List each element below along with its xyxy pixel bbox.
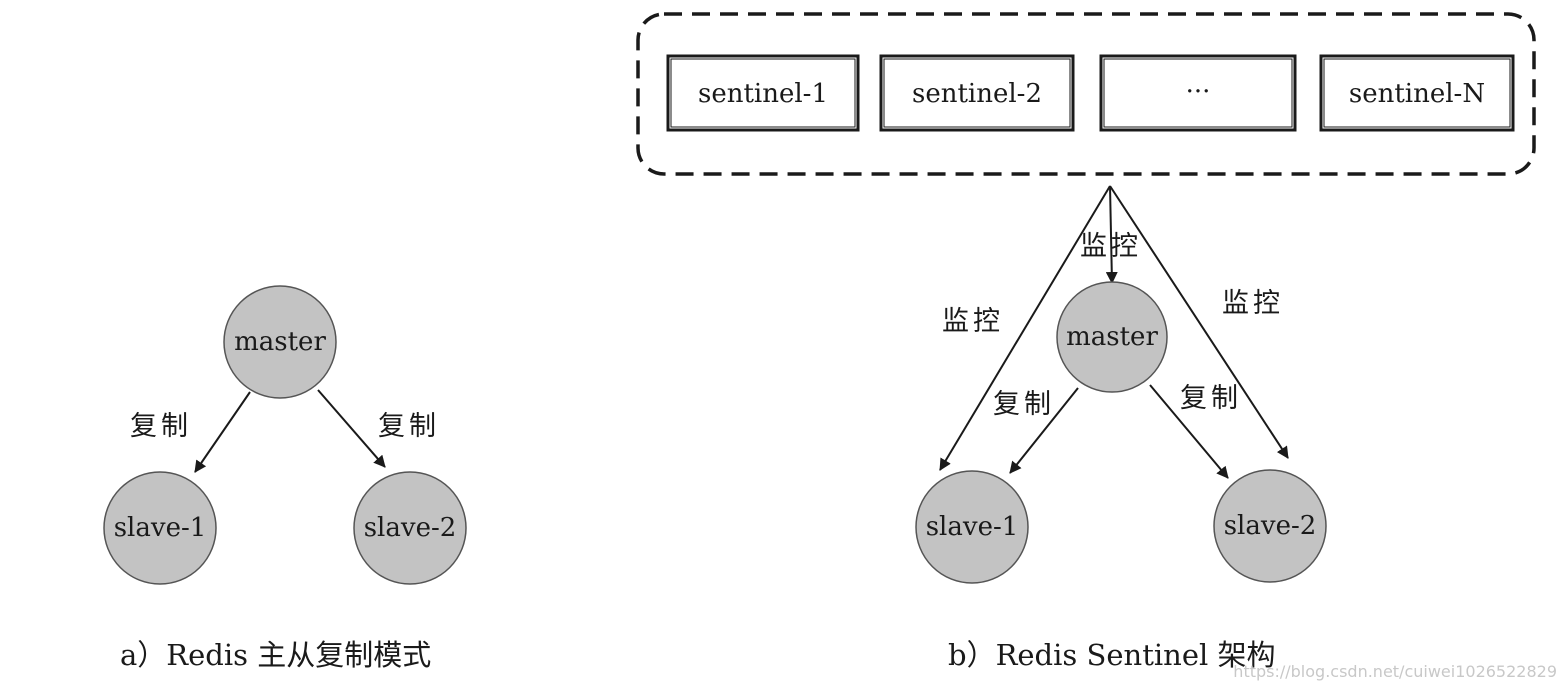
monitor-left-label: 监控 xyxy=(942,306,1004,337)
monitor-edge-slave1 xyxy=(939,185,1111,471)
right-slave2-label: slave-2 xyxy=(1224,511,1317,541)
sentinel-box-1: sentinel-1 xyxy=(666,54,860,132)
left-panel: master slave-1 slave-2 复制 复制 a）Redis 主从复… xyxy=(103,285,467,672)
right-master-label: master xyxy=(1066,322,1158,352)
sentinel-box-ellipsis-label: ··· xyxy=(1186,77,1211,107)
left-slave2-node xyxy=(353,471,467,585)
right-panel: sentinel-1 sentinel-2 ··· sentinel-N mas… xyxy=(636,12,1536,672)
left-edge-master-slave2 xyxy=(317,389,386,468)
monitor-center-label: 监控 xyxy=(1080,231,1142,262)
right-slave2-node xyxy=(1213,469,1327,583)
left-slave1-label: slave-1 xyxy=(114,513,207,543)
right-caption: b）Redis Sentinel 架构 xyxy=(948,638,1275,672)
right-edge-left-label: 复制 xyxy=(993,389,1055,420)
right-slave1-node xyxy=(915,470,1029,584)
sentinel-box-2: sentinel-2 xyxy=(879,54,1075,132)
sentinel-box-1-label: sentinel-1 xyxy=(698,79,828,109)
left-slave1-node xyxy=(103,471,217,585)
watermark-text: https://blog.csdn.net/cuiwei1026522829 xyxy=(1233,662,1557,681)
left-edge-right-label: 复制 xyxy=(378,411,440,442)
sentinel-box-ellipsis: ··· xyxy=(1099,54,1297,132)
left-master-label: master xyxy=(234,327,326,357)
left-caption: a）Redis 主从复制模式 xyxy=(120,638,431,672)
right-edge-right-label: 复制 xyxy=(1180,383,1242,414)
left-edge-left-label: 复制 xyxy=(130,411,192,442)
sentinel-group-container xyxy=(636,12,1536,176)
monitor-edge-master xyxy=(1105,185,1118,284)
sentinel-box-n-label: sentinel-N xyxy=(1349,79,1485,109)
left-slave2-label: slave-2 xyxy=(364,513,457,543)
monitor-right-label: 监控 xyxy=(1222,288,1284,319)
monitor-edge-slave2 xyxy=(1109,185,1289,459)
right-slave1-label: slave-1 xyxy=(926,512,1019,542)
right-edge-master-slave1 xyxy=(1009,387,1079,474)
right-master-node xyxy=(1056,281,1168,393)
sentinel-box-n: sentinel-N xyxy=(1319,54,1515,132)
left-edge-master-slave1 xyxy=(194,391,251,473)
right-edge-master-slave2 xyxy=(1149,384,1229,479)
left-master-node xyxy=(223,285,337,399)
sentinel-box-2-label: sentinel-2 xyxy=(912,79,1042,109)
